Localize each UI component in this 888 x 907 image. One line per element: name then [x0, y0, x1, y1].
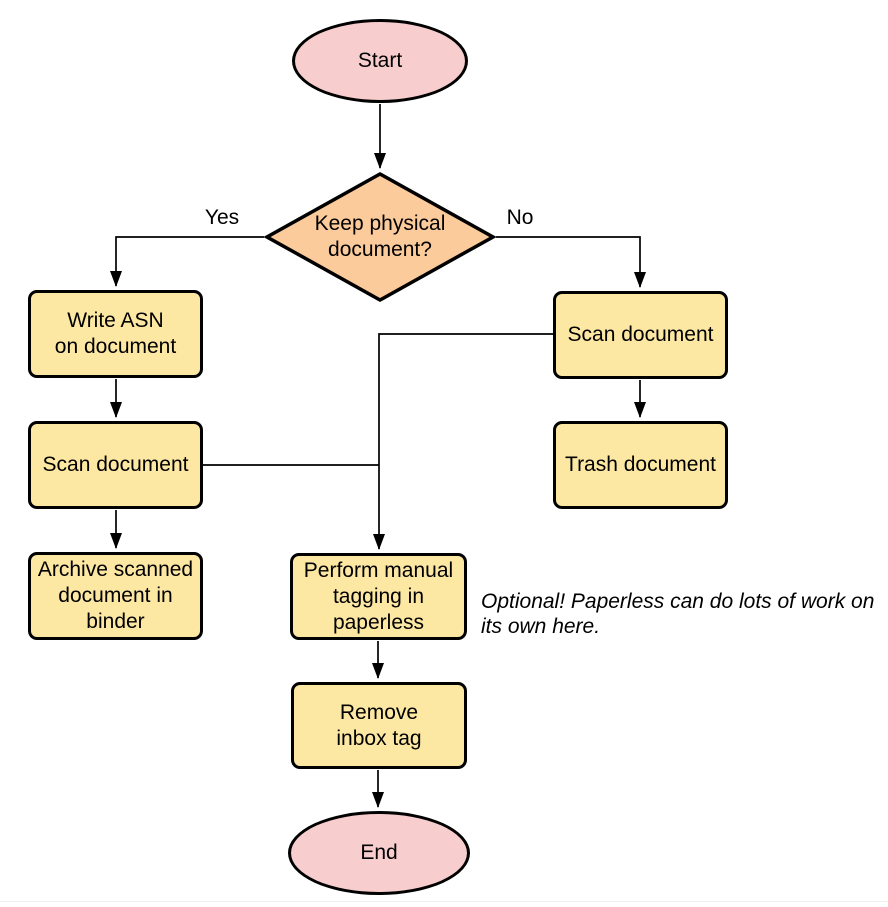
- scan-document-left-node: Scan document: [28, 421, 203, 509]
- remove-inbox-tag-label: Remove inbox tag: [336, 700, 422, 750]
- manual-tagging-label: Perform manual tagging in paperless: [303, 558, 454, 634]
- remove-inbox-tag-node: Remove inbox tag: [291, 682, 467, 769]
- optional-note: Optional! Paperless can do lots of work …: [481, 590, 875, 638]
- scan-document-right-label: Scan document: [567, 323, 714, 346]
- diamond-shape: [264, 172, 496, 302]
- trash-document-label: Trash document: [565, 453, 716, 476]
- edge-decision-no-to-scan-right: [496, 236, 646, 288]
- decision-node: Keep physical document?: [264, 172, 496, 302]
- write-asn-node: Write ASN on document: [28, 290, 203, 378]
- bottom-divider: [0, 901, 888, 902]
- scan-document-left-label: Scan document: [42, 453, 189, 476]
- edge-label-no: No: [506, 206, 534, 229]
- decision-label: Keep physical document?: [314, 212, 446, 261]
- end-node: End: [288, 811, 470, 895]
- manual-tagging-node: Perform manual tagging in paperless: [290, 553, 467, 640]
- edge-label-yes: Yes: [204, 206, 240, 229]
- start-node: Start: [292, 19, 468, 103]
- edge-decision-yes-to-write-asn: [110, 236, 264, 287]
- start-label: Start: [357, 49, 403, 72]
- archive-node: Archive scanned document in binder: [28, 552, 203, 640]
- scan-document-right-node: Scan document: [553, 291, 728, 379]
- end-label: End: [360, 841, 398, 864]
- trash-document-node: Trash document: [553, 421, 728, 509]
- archive-label: Archive scanned document in binder: [37, 558, 194, 633]
- write-asn-label: Write ASN on document: [54, 309, 177, 358]
- edge-scan-right-to-tagging: [373, 333, 553, 550]
